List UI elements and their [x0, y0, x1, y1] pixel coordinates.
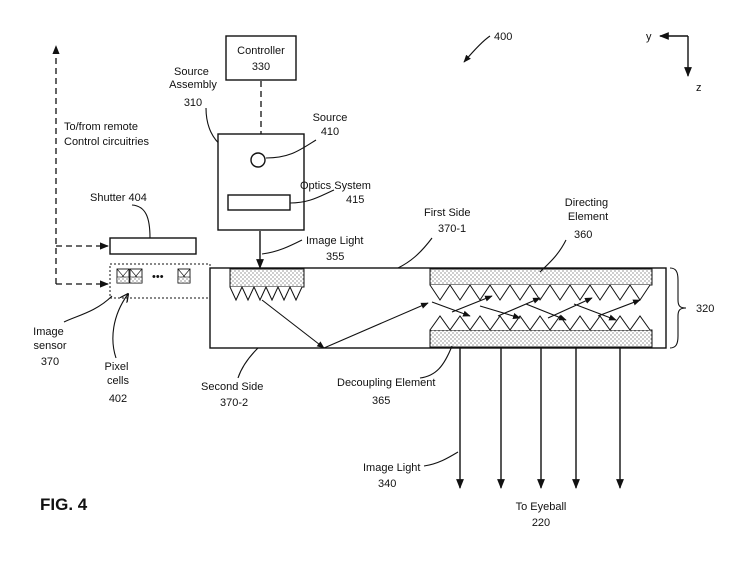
image-sensor: ••• [109, 263, 211, 299]
z-axis-label: z [696, 82, 702, 94]
image-light-in-leader [261, 239, 303, 255]
y-axis-label: y [646, 31, 652, 43]
output-rays [456, 348, 624, 489]
shutter-leader [131, 204, 151, 239]
pixel-cell [129, 268, 143, 284]
ray-segment [547, 297, 593, 319]
waveguide-ref: 320 [696, 303, 714, 315]
remote-line2: Control circuitries [64, 136, 149, 148]
optics-system-element [227, 194, 291, 211]
decoupling-element-ref: 365 [372, 395, 390, 407]
source-label: Source [313, 112, 348, 124]
figure-caption: FIG. 4 [40, 495, 88, 514]
first-side-leader [397, 237, 433, 269]
controller-label: Controller [237, 45, 285, 57]
pixel-cells-ref: 402 [109, 393, 127, 405]
ray-segment [525, 303, 567, 321]
pixel-cell [177, 268, 191, 284]
directing-element-label: Directing Element [565, 197, 611, 223]
optics-system-ref: 415 [346, 194, 364, 206]
optics-system-leader [289, 189, 335, 204]
second-side-label: Second Side [201, 381, 263, 393]
light-rays [261, 295, 641, 349]
source-assembly-box [217, 133, 305, 231]
decoupling-element-label: Decoupling Element [337, 377, 435, 389]
source-assembly-label: Source Assembly [169, 66, 217, 91]
first-side-label: First Side [424, 207, 470, 219]
image-light-out-ref: 340 [378, 478, 396, 490]
ray-segment [323, 302, 429, 349]
pixel-cell [116, 268, 130, 284]
waveguide-bracket [669, 267, 687, 349]
image-sensor-ref: 370 [41, 356, 59, 368]
image-light-in-ref: 355 [326, 251, 344, 263]
pixel-cells-label: Pixel cells [105, 361, 132, 387]
ray-segment [451, 295, 493, 313]
directing-element-line1: Directing [565, 197, 608, 209]
second-side-ref: 370-2 [220, 397, 248, 409]
axis-indicator: y z [646, 31, 702, 94]
directing-element-line2: Element [568, 211, 608, 223]
figure-number: 400 [494, 31, 512, 43]
eyeball-label: To Eyeball [516, 501, 567, 513]
source-assembly-ref: 310 [184, 97, 202, 109]
ray-segment [479, 305, 521, 319]
source-leader [265, 139, 317, 159]
pixel-cells-ellipsis: ••• [152, 271, 164, 283]
directing-element-ref: 360 [574, 229, 592, 241]
image-sensor-line1: Image [33, 326, 64, 338]
decoupling-element-leader [419, 345, 453, 379]
coupling-prisms [229, 285, 303, 302]
image-light-in-label: Image Light [306, 235, 363, 247]
image-light-out-leader [423, 451, 459, 467]
image-light-out-label: Image Light [363, 462, 420, 474]
source-ref: 410 [321, 126, 339, 138]
directing-element-leader [539, 239, 567, 273]
decoupling-element [429, 329, 653, 348]
ray-segment [431, 301, 471, 317]
image-sensor-label: Image sensor [33, 326, 67, 352]
ray-segment [261, 299, 325, 349]
second-side-leader [237, 347, 259, 379]
coupling-element [229, 268, 305, 288]
optics-system-label: Optics System [300, 180, 371, 192]
first-side-ref: 370-1 [438, 223, 466, 235]
shutter-label: Shutter 404 [90, 192, 147, 204]
eyeball-ref: 220 [532, 517, 550, 529]
ray-segment [497, 297, 541, 317]
remote-line1: To/from remote [64, 121, 138, 133]
decoupling-prisms [429, 315, 651, 331]
ray-segment [597, 299, 641, 317]
shutter-element [109, 237, 197, 255]
controller-box: Controller 330 [225, 35, 297, 81]
waveguide [209, 267, 667, 349]
controller-ref: 330 [252, 61, 270, 73]
pixel-cells-line1: Pixel [105, 361, 129, 373]
image-sensor-line2: sensor [33, 340, 66, 352]
source-assembly-line1: Source [174, 66, 209, 78]
pixel-cells-leader [112, 294, 128, 359]
pixel-cells-line2: cells [107, 375, 130, 387]
figure-number-arrow [463, 35, 491, 63]
ray-segment [573, 303, 617, 321]
source-emitter [250, 152, 266, 168]
image-sensor-leader [63, 295, 113, 323]
remote-label: To/from remote Control circuitries [64, 121, 149, 148]
source-assembly-line2: Assembly [169, 79, 217, 91]
